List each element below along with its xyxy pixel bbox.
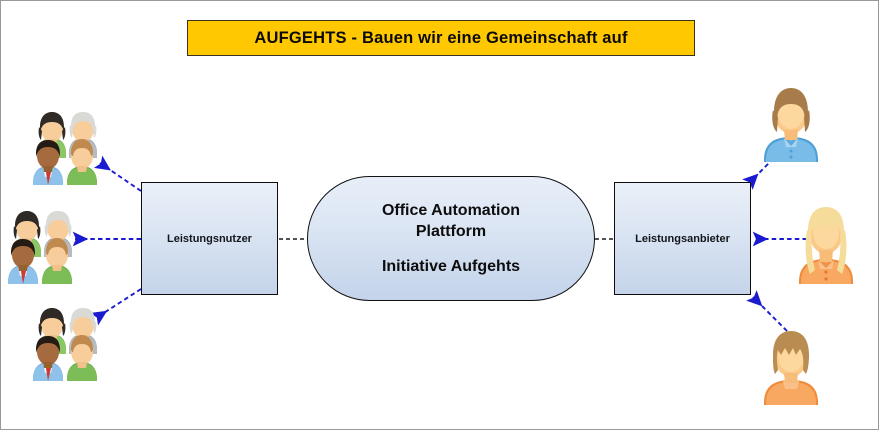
avatar-man-blue-shirt [33, 336, 63, 381]
node-leistungsanbieter-label: Leistungsanbieter [635, 232, 730, 245]
avatar-man-blue-shirt [8, 239, 38, 284]
connector-right-bottom [746, 290, 788, 332]
provider-middle-icon [799, 207, 853, 284]
platform-line-2: Plattform [415, 223, 487, 241]
avatar-person-green-shirt [67, 139, 97, 185]
provider-top-icon [764, 88, 818, 162]
page-title: AUFGEHTS - Bauen wir eine Gemeinschaft a… [254, 28, 628, 47]
node-leistungsnutzer-label: Leistungsnutzer [167, 232, 252, 245]
node-platform[interactable]: Office Automation Plattform Initiative A… [307, 176, 595, 301]
connector-left-bottom [90, 288, 142, 326]
avatar-man-blue-shirt [33, 140, 63, 185]
user-group-bottom-icon [33, 308, 97, 381]
provider-bottom-icon [764, 331, 818, 405]
diagram-title-banner: AUFGEHTS - Bauen wir eine Gemeinschaft a… [187, 20, 695, 56]
node-leistungsnutzer[interactable]: Leistungsnutzer [141, 182, 278, 295]
platform-line-3: Initiative Aufgehts [381, 257, 521, 275]
node-leistungsanbieter[interactable]: Leistungsanbieter [614, 182, 751, 295]
connector-left-top [93, 155, 142, 192]
avatar-person-green-shirt [42, 238, 72, 284]
platform-line-1: Office Automation [381, 202, 521, 220]
avatar-person-green-shirt [67, 335, 97, 381]
user-group-top-icon [33, 112, 97, 185]
user-group-middle-icon [8, 211, 72, 284]
